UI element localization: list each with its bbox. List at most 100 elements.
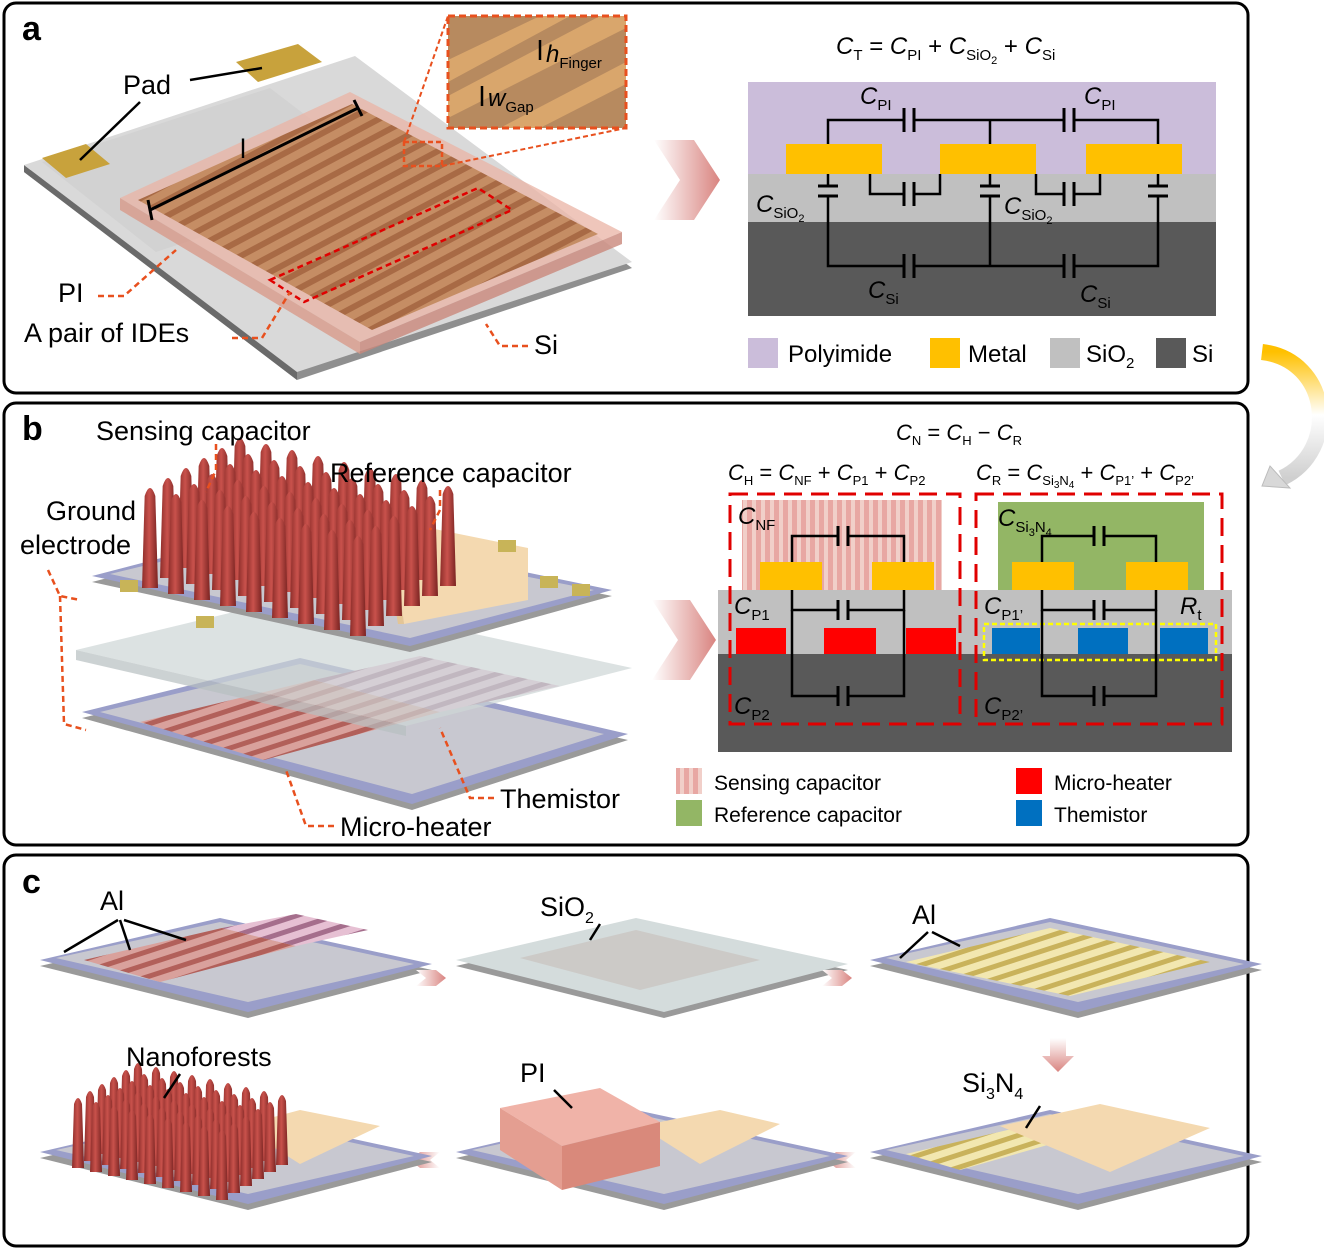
nanopillar [108,1106,120,1176]
legend-label-sio2: SiO2 [1086,341,1134,372]
panel-a-device [24,14,632,380]
nanopillar [228,1123,240,1193]
nanopillar [264,1102,276,1172]
legend-swatch-polyimide [748,338,778,368]
panel-a-arrow [654,140,720,220]
panel-c-step-6 [40,1063,432,1210]
ground-leader [46,569,87,732]
micro-heater-label: Micro-heater [340,812,492,842]
metal-electrode-2 [940,144,1036,174]
ground-label-line1: Ground [46,496,136,526]
panel-c-step-4 [870,1104,1262,1210]
nanopillar [386,516,402,616]
pi-leader-c [553,1089,573,1109]
nanopillar [180,1122,192,1192]
metal-electrode-1 [786,144,882,174]
ide-leader [232,291,292,340]
cap-si3n4-label: CSi3N4 [998,505,1052,539]
si3n4-leader [1024,1105,1042,1129]
nanoforests-label: Nanoforests [126,1042,272,1072]
curved-arrow-head [1261,465,1292,489]
nanopillar [272,518,288,618]
thermistor-2 [1078,628,1128,654]
curved-transition-arrow [1260,344,1324,486]
nanopillar [324,530,340,630]
sio2-layer [748,174,1216,222]
b-metal-4 [1126,562,1188,590]
reference-capacitor-label: Reference capacitor [330,458,572,488]
process-arrow-1 [416,970,446,986]
nanoforests-leader [162,1073,182,1099]
ide-pair-box [267,186,515,304]
reference-leader [428,490,442,531]
nanopillar [276,1095,288,1165]
legend-swatch-heater [1016,768,1042,794]
cap-p1prime-label: CP1’ [984,593,1023,624]
cap-p1-label: CP1 [734,593,770,624]
pad-left [42,144,110,178]
nanopillar [90,1102,102,1172]
length-arrow [149,106,359,212]
nanopillar [252,1109,264,1179]
legend-swatch-reference [676,800,702,826]
nanopillar [220,506,236,606]
legend-swatch-sensing [676,768,702,794]
panel-c-step-2 [456,918,848,1018]
pad-leader-left [79,101,141,161]
ground-label-line2: electrode [20,530,131,560]
panel-b-arrow [652,600,716,680]
process-arrow-2 [822,970,852,986]
panel-a-letter: a [22,10,42,48]
panel-c-step-3 [870,918,1262,1018]
heater-2 [824,628,876,654]
panel-b-device [76,438,632,810]
thermistor-leader [438,727,494,800]
b-metal-3 [1012,562,1074,590]
b-metal-1 [760,562,822,590]
pad-label: Pad [123,70,171,100]
cap-sio2-left: CSiO2 [756,191,804,225]
cap-sio2-mid: CSiO2 [1004,193,1052,227]
nanopillar [404,506,420,606]
si-leader [484,323,528,348]
nanoforest-pillars-c [72,1063,288,1200]
ide-label: A pair of IDEs [24,318,189,348]
cr-equation: CR = CSi3N4 + CP1’ + CP2’ [976,460,1194,493]
cap-pi-left: CPI [860,83,892,114]
si3n4-label: Si3N4 [962,1068,1023,1103]
pi-leader [98,249,177,298]
sio2-leader [588,923,602,941]
legend-swatch-si [1156,338,1186,368]
nanopillar [216,1130,228,1200]
cap-si-right: CSi [1080,281,1111,312]
nanopillar [194,500,210,600]
legend-label-reference: Reference capacitor [714,804,902,827]
legend-swatch-thermistor [1016,800,1042,826]
panel-b-letter: b [22,410,43,448]
ct-equation: CT = CPI + CSiO2 + CSi [836,33,1055,70]
cn-equation: CN = CH − CR [896,420,1022,450]
process-arrow-3 [1042,1038,1074,1072]
legend-swatch-metal [930,338,960,368]
pi-label: PI [58,278,84,308]
pad-leader-top [189,66,263,82]
al-label-1: Al [100,886,124,916]
thermistor-3 [1160,628,1208,654]
legend-label-thermistor: Themistor [1054,804,1147,827]
rt-label: Rt [1180,593,1202,624]
cap-p2prime-label: CP2’ [984,693,1023,724]
nanopillar [168,494,184,594]
nanopillar [350,536,366,636]
sio2-middle-layer [76,596,632,726]
reference-dashed-box [974,492,1224,726]
legend-label-metal: Metal [968,341,1027,368]
cap-nf-label: CNF [738,503,775,534]
panel-c-step-5 [456,1088,848,1210]
al-label-2: Al [912,900,936,930]
nanopillar [240,1116,252,1186]
nanopillar [440,486,456,586]
thermistor-label: Themistor [500,784,620,814]
sensing-capacitor-label: Sensing capacitor [96,416,311,446]
zoom-source-box [402,140,444,168]
